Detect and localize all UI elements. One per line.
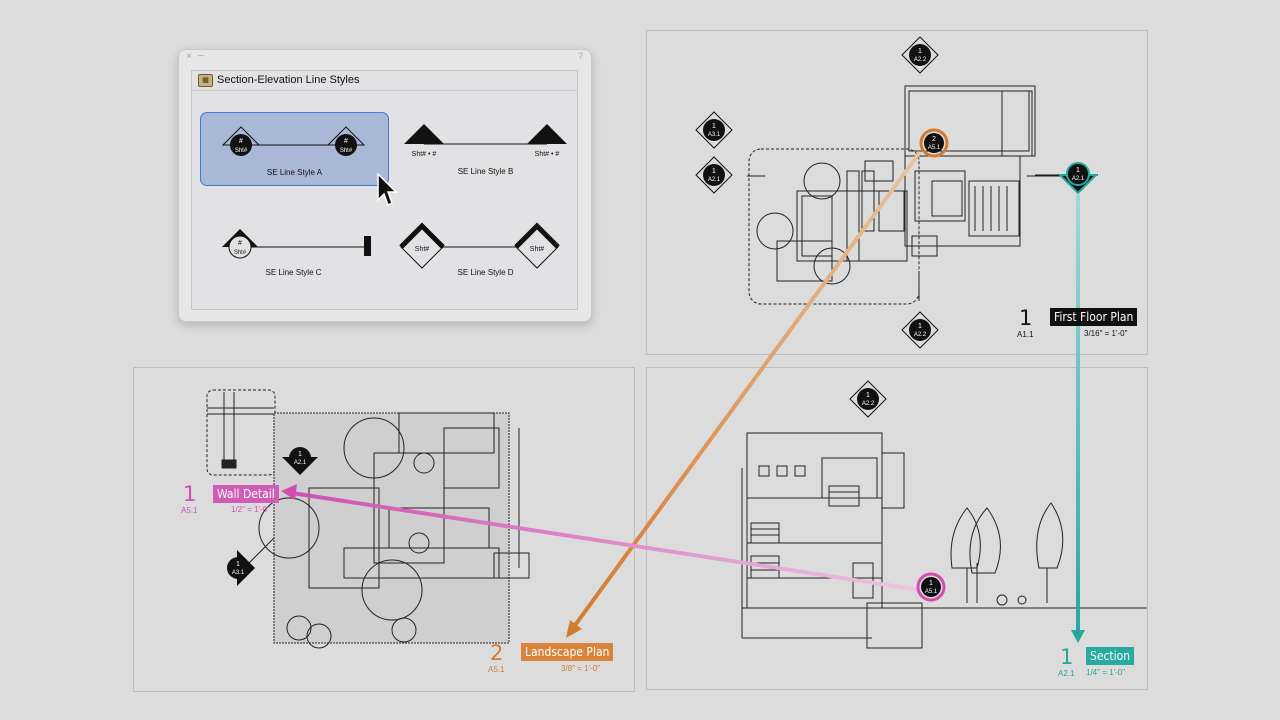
drawing-sheet: A5.1 <box>488 665 505 674</box>
drawing-sheet: A2.1 <box>1058 669 1075 678</box>
section-marker-sec-pink[interactable]: 1 A5.1 <box>916 572 946 602</box>
dialog-title: Section-Elevation Line Styles <box>217 74 360 86</box>
landscape-sheet[interactable] <box>133 367 635 692</box>
section-marker-ls-a21[interactable]: 1 A2.1 <box>282 447 318 475</box>
svg-text:1: 1 <box>929 580 933 587</box>
drawing-number: 1 <box>1019 306 1033 330</box>
line-style-option-d[interactable]: Sht# Sht# SE Line Style D <box>392 214 579 286</box>
svg-text:A3.1: A3.1 <box>708 132 721 138</box>
svg-text:Sht#: Sht# <box>235 148 248 154</box>
section-marker-ff-teal[interactable]: 1 A2.1 <box>1035 162 1099 195</box>
line-style-option-c[interactable]: # Sht# SE Line Style C <box>200 214 387 286</box>
drawing-scale: 3/8" = 1'-0" <box>561 664 601 673</box>
line-style-a-preview: # Sht# # Sht# <box>221 126 366 156</box>
svg-text:#: # <box>239 138 243 145</box>
section-marker-ff-bottom[interactable]: 1 A2.2 <box>901 311 939 349</box>
style-label: SE Line Style D <box>457 268 514 277</box>
style-label: SE Line Style B <box>457 167 514 176</box>
svg-text:A2.2: A2.2 <box>914 57 927 63</box>
svg-text:#: # <box>238 240 242 247</box>
drawing-name: Wall Detail <box>213 485 279 503</box>
svg-text:A2.1: A2.1 <box>708 177 721 183</box>
drawing-number: 1 <box>183 482 197 506</box>
teal-reference-arrow <box>1071 195 1085 643</box>
svg-text:A2.2: A2.2 <box>914 332 927 338</box>
svg-text:A3.1: A3.1 <box>232 570 245 576</box>
section-marker-sec-top[interactable]: 1 A2.2 <box>849 380 887 418</box>
section-marker-ls-a31[interactable]: 1 A3.1 <box>227 550 255 586</box>
style-label: SE Line Style A <box>266 168 323 177</box>
svg-text:A5.1: A5.1 <box>925 589 938 595</box>
section-marker-ff-orange[interactable]: 2 A5.1 <box>919 128 949 158</box>
line-style-d-preview: Sht# Sht# <box>399 222 560 269</box>
drawing-scale: 1/2" = 1'-0" <box>231 505 271 514</box>
section-marker-ff-left-a31[interactable]: 1 A3.1 <box>695 111 733 149</box>
style-label: SE Line Style C <box>265 268 322 277</box>
line-style-option-b[interactable]: Sht# • # Sht# • # SE Line Style B <box>392 112 579 184</box>
svg-text:1: 1 <box>866 392 870 399</box>
minimize-icon[interactable]: – <box>198 50 204 61</box>
section-drawing <box>741 432 1147 649</box>
drawing-number: 1 <box>1060 645 1074 669</box>
svg-text:Sht#: Sht# <box>530 246 545 253</box>
first-floor-plan-drawing <box>747 85 1067 305</box>
svg-text:2: 2 <box>932 136 936 143</box>
mouse-cursor-icon <box>377 172 398 207</box>
line-style-c-preview: # Sht# <box>222 229 371 259</box>
svg-text:A2.2: A2.2 <box>862 401 875 407</box>
svg-text:A2.1: A2.1 <box>1072 176 1085 182</box>
section-marker-ff-left-a21[interactable]: 1 A2.1 <box>695 156 733 194</box>
svg-text:1: 1 <box>712 123 716 130</box>
line-style-option-a[interactable]: # Sht# # Sht# SE Line Style A <box>200 112 389 186</box>
drawing-sheet: A5.1 <box>181 506 198 515</box>
orange-reference-arrow <box>566 150 922 638</box>
svg-text:#: # <box>344 138 348 145</box>
drawing-name: Section <box>1086 647 1135 665</box>
close-icon[interactable]: × <box>186 51 192 62</box>
svg-text:Sht#: Sht# <box>340 148 353 154</box>
svg-text:1: 1 <box>918 323 922 330</box>
help-icon[interactable]: ? <box>577 51 583 61</box>
svg-text:1: 1 <box>918 48 922 55</box>
svg-text:1: 1 <box>712 168 716 175</box>
dialog-titlebar[interactable]: × – ? <box>179 50 591 66</box>
section-marker-ff-top[interactable]: 1 A2.2 <box>901 36 939 74</box>
drawing-name: Landscape Plan <box>521 643 614 661</box>
first-floor-plan-sheet[interactable] <box>646 30 1148 355</box>
svg-text:Sht#: Sht# <box>415 246 430 253</box>
svg-text:1: 1 <box>298 451 302 458</box>
svg-text:1: 1 <box>236 561 240 568</box>
svg-text:Sht# • #: Sht# • # <box>535 151 560 158</box>
drawing-number: 2 <box>490 641 504 665</box>
svg-text:A2.1: A2.1 <box>294 460 307 466</box>
drawing-sheet: A1.1 <box>1017 330 1034 339</box>
drawing-scale: 3/16" = 1'-0" <box>1084 329 1128 338</box>
section-sheet[interactable] <box>646 367 1148 690</box>
drawing-name: First Floor Plan <box>1050 308 1138 326</box>
app-icon: ▦ <box>198 74 213 87</box>
dialog-header: ▦ Section-Elevation Line Styles <box>192 71 577 91</box>
svg-text:Sht#: Sht# <box>234 250 247 256</box>
svg-text:1: 1 <box>1076 167 1080 174</box>
line-style-b-preview: Sht# • # Sht# • # <box>404 124 567 158</box>
svg-text:A5.1: A5.1 <box>928 145 941 151</box>
dialog-panel: ▦ Section-Elevation Line Styles # Sht# #… <box>191 70 578 310</box>
pink-reference-arrow <box>281 484 921 592</box>
svg-text:Sht# • #: Sht# • # <box>412 151 437 158</box>
landscape-drawing <box>206 389 530 649</box>
drawing-scale: 1/4" = 1'-0" <box>1086 668 1126 677</box>
